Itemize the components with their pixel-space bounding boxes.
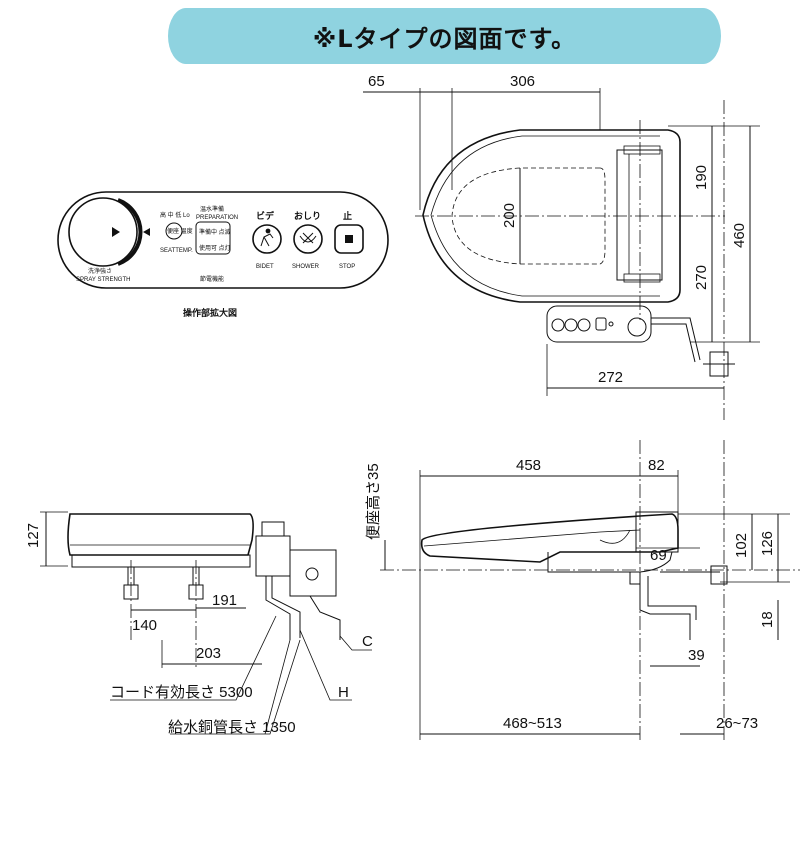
dim-200: 200	[501, 203, 518, 228]
shower-label-jp: おしり	[294, 211, 321, 222]
label-cord: コード有効長さ 5300	[110, 684, 253, 701]
prep-en: PREPARATION	[196, 215, 238, 221]
dim-18: 18	[759, 611, 776, 628]
stop-label-en: STOP	[339, 264, 355, 270]
shower-label-en: SHOWER	[292, 264, 320, 270]
bidet-label-en: BIDET	[256, 264, 274, 270]
dim-126: 126	[759, 531, 776, 556]
dim-270: 270	[693, 265, 710, 290]
label-h: H	[338, 684, 349, 701]
prep-jp: 温水準備	[200, 205, 224, 213]
bidet-label-jp: ビデ	[256, 210, 275, 222]
dim-460: 460	[731, 223, 748, 248]
prep-line-1: 準備中 点滅	[199, 228, 231, 236]
seat-temp-en: SEATTEMP.	[160, 248, 193, 254]
dim-272: 272	[598, 369, 623, 386]
stop-button	[334, 224, 364, 254]
dim-190: 190	[693, 165, 710, 190]
seat-temp-levels: 高 中 低 Lo	[160, 211, 190, 219]
dim-65: 65	[368, 73, 385, 90]
dim-82: 82	[648, 457, 665, 474]
dim-468-513: 468~513	[503, 715, 562, 732]
notice-banner: ※Lタイプの図面です。	[168, 8, 721, 64]
label-pipe: 給水銅管長さ 1350	[168, 719, 296, 736]
dial-label-en: SPRAY STRENGTH	[76, 277, 130, 283]
prep-line-2: 使用可 点灯	[199, 244, 231, 252]
shower-button	[293, 224, 323, 254]
dim-127: 127	[25, 523, 42, 548]
dim-306: 306	[510, 73, 535, 90]
seat-temp-button-label: 便座 温度	[167, 227, 193, 235]
dim-26-73: 26~73	[716, 715, 758, 732]
top-view-drawing: 65 306 200 190 270 460 272	[363, 73, 760, 420]
dial-label-jp: 洗浄強さ	[88, 267, 112, 275]
dim-102: 102	[733, 533, 750, 558]
stop-label-jp: 止	[343, 210, 352, 222]
dim-140: 140	[132, 617, 157, 634]
notice-banner-text: ※Lタイプの図面です。	[312, 24, 577, 53]
seat-temp-button	[165, 222, 183, 240]
label-c: C	[362, 633, 373, 650]
prep-indicator	[195, 221, 231, 255]
panel-bottom-note: 節電機能	[200, 275, 224, 283]
front-view-drawing: 127 140 191 203 C H コード有効長さ 5300 給水銅管長さ …	[25, 511, 373, 736]
bidet-button	[252, 224, 282, 254]
dim-191: 191	[212, 592, 237, 609]
spray-dial	[68, 197, 138, 267]
side-view-drawing: 458 82 便座高さ35 69 102 126 18 39 468~513 2…	[365, 440, 800, 740]
dim-203: 203	[196, 645, 221, 662]
dim-69: 69	[650, 547, 667, 564]
dim-39: 39	[688, 647, 705, 664]
control-panel-illustration: 洗浄強さ SPRAY STRENGTH 高 中 低 Lo 便座 温度 SEATT…	[57, 191, 389, 319]
dim-seat-height: 便座高さ35	[365, 463, 382, 540]
dim-458: 458	[516, 457, 541, 474]
panel-caption: 操作部拡大図	[183, 307, 237, 319]
